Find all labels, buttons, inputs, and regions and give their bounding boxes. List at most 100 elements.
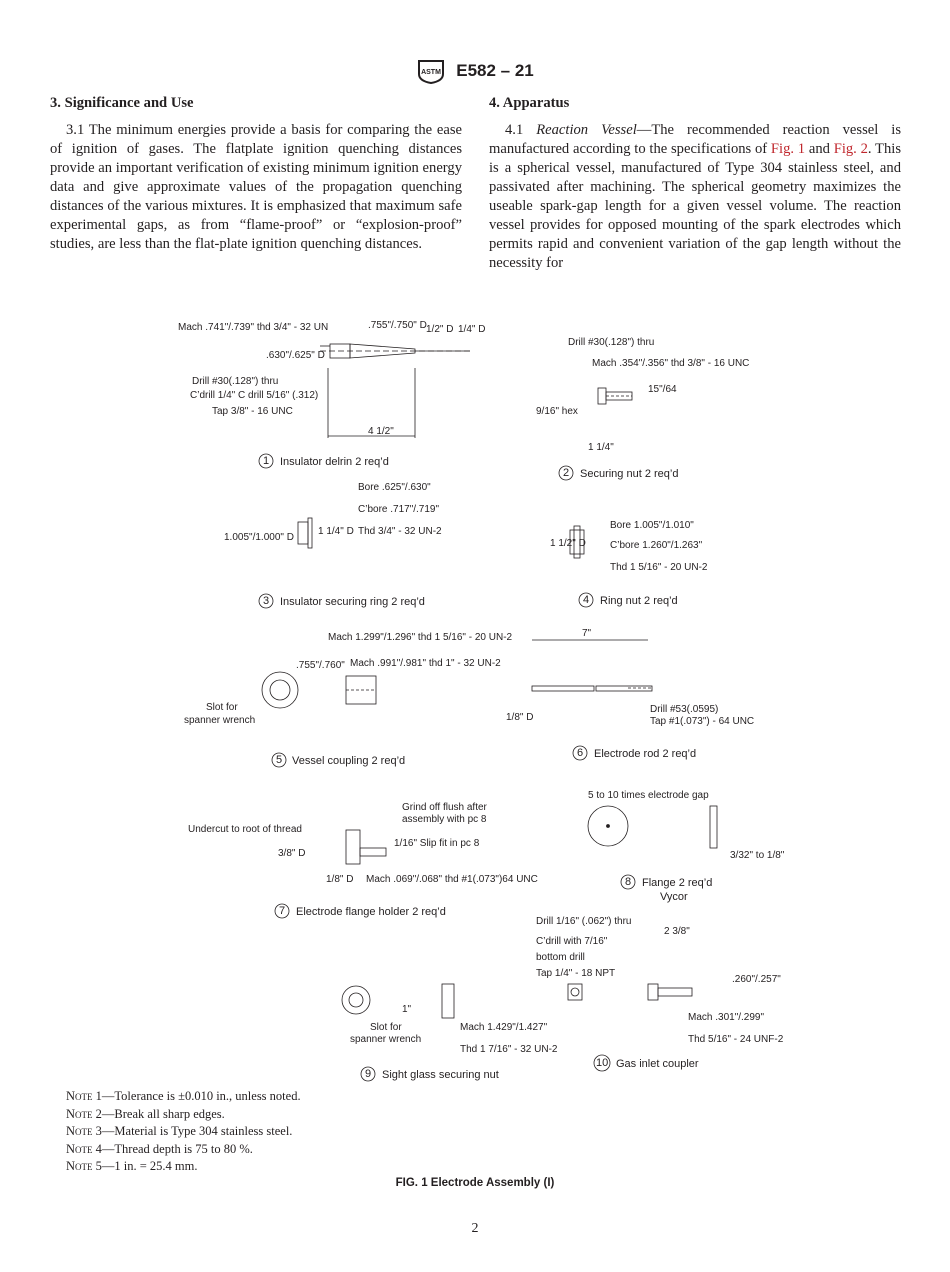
svg-text:Flange 2 req’d: Flange 2 req’d [642,877,712,889]
svg-text:3/32" to 1/8": 3/32" to 1/8" [730,850,785,861]
svg-text:C’bore .717"/.719": C’bore .717"/.719" [358,504,439,515]
svg-text:1.005"/1.000" D: 1.005"/1.000" D [224,532,294,543]
section-heading: 3. Significance and Use [50,95,194,111]
part-6-drawing: 7" Drill #53(.0595) Tap #1(.073") - 64 U… [506,628,754,761]
svg-text:6: 6 [577,747,583,759]
svg-text:Electrode flange holder 2 req’: Electrode flange holder 2 req’d [296,906,446,918]
svg-text:Vycor: Vycor [660,891,688,903]
svg-text:Tap #1(.073") - 64 UNC: Tap #1(.073") - 64 UNC [650,716,754,727]
section-heading: 4. Apparatus [489,95,570,111]
svg-text:3/8" D: 3/8" D [278,848,305,859]
svg-text:Insulator securing ring 2 req’: Insulator securing ring 2 req’d [280,596,425,608]
svg-text:Drill #30(.128") thru: Drill #30(.128") thru [568,337,654,348]
svg-text:4: 4 [583,594,589,606]
svg-text:Bore .625"/.630": Bore .625"/.630" [358,482,431,493]
svg-text:1/2" D: 1/2" D [426,324,453,335]
svg-text:1": 1" [402,1004,412,1015]
fig1-link[interactable]: Fig. 1 [770,141,806,157]
svg-text:1: 1 [263,455,269,467]
note-item: Note 2—Break all sharp edges. [66,1106,225,1121]
svg-text:Drill 1/16" (.062") thru: Drill 1/16" (.062") thru [536,916,631,927]
svg-text:1 1/4": 1 1/4" [588,442,614,453]
figure-notes: Note 1—Tolerance is ±0.010 in., unless n… [66,1088,301,1176]
svg-text:15"/64: 15"/64 [648,384,677,395]
svg-text:Insulator delrin 2 req’d: Insulator delrin 2 req’d [280,456,389,468]
svg-text:Slot for: Slot for [206,702,238,713]
svg-text:Securing nut 2 req’d: Securing nut 2 req’d [580,468,678,480]
svg-text:Mach .741"/.739" thd 3/4" - 32: Mach .741"/.739" thd 3/4" - 32 UN [178,322,328,333]
svg-text:Gas inlet coupler: Gas inlet coupler [616,1058,699,1070]
part-3-drawing: Bore .625"/.630" C’bore .717"/.719" Thd … [224,482,442,609]
svg-text:Mach .991"/.981" thd 1" - 32 U: Mach .991"/.981" thd 1" - 32 UN-2 [350,658,501,669]
note-item: Note 1—Tolerance is ±0.010 in., unless n… [66,1089,301,1103]
svg-text:C’bore 1.260"/1.263": C’bore 1.260"/1.263" [610,540,703,551]
svg-text:10: 10 [596,1057,608,1069]
note-item: Note 5—1 in. = 25.4 mm. [66,1159,198,1173]
svg-text:ASTM: ASTM [421,69,441,76]
section-paragraph: 3.1 The minimum energies provide a basis… [50,122,462,252]
svg-text:Mach 1.299"/1.296" thd 1 5/16": Mach 1.299"/1.296" thd 1 5/16" - 20 UN-2 [328,632,513,643]
svg-text:.755"/.750" D: .755"/.750" D [368,320,427,331]
svg-text:Electrode rod 2 req’d: Electrode rod 2 req’d [594,748,696,760]
svg-text:1/16" Slip fit in pc 8: 1/16" Slip fit in pc 8 [394,838,480,849]
svg-text:1/4" D: 1/4" D [458,324,485,335]
part-7-drawing: Grind off flush after assembly with pc 8… [188,802,538,919]
svg-text:Vessel coupling 2 req’d: Vessel coupling 2 req’d [292,755,405,767]
svg-text:Bore 1.005"/1.010": Bore 1.005"/1.010" [610,520,694,531]
figure-caption: FIG. 1 Electrode Assembly (I) [395,1177,555,1189]
page-header: ASTM E582 – 21 [0,58,950,84]
svg-text:2 3/8": 2 3/8" [664,926,690,937]
part-9-drawing: Slot for spanner wrench Mach 1.429"/1.42… [341,983,558,1082]
svg-text:1 1/4" D: 1 1/4" D [318,526,354,537]
svg-text:C’drill with 7/16": C’drill with 7/16" [536,936,608,947]
section-apparatus: 4. Apparatus 4.1 Reaction Vessel—The rec… [489,94,901,273]
page-number: 2 [471,1221,479,1236]
svg-text:C’drill 1/4" C drill 5/16" (.3: C’drill 1/4" C drill 5/16" (.312) [190,390,318,401]
note-item: Note 4—Thread depth is 75 to 80 %. [66,1141,253,1156]
part-10-drawing: Drill 1/16" (.062") thru C’drill with 7/… [536,916,784,1072]
svg-text:Drill #53(.0595): Drill #53(.0595) [650,704,718,715]
term-reaction-vessel: Reaction Vessel [536,122,637,138]
svg-text:2: 2 [563,467,569,479]
svg-text:Tap 1/4" - 18 NPT: Tap 1/4" - 18 NPT [536,968,615,979]
svg-text:9/16" hex: 9/16" hex [536,406,578,417]
note-item: Note 3—Material is Type 304 stainless st… [66,1124,293,1138]
svg-text:Sight glass securing nut: Sight glass securing nut [382,1069,499,1081]
fig2-link[interactable]: Fig. 2 [833,141,868,157]
section-significance: 3. Significance and Use 3.1 The minimum … [50,94,462,254]
svg-text:5 to 10 times electrode gap: 5 to 10 times electrode gap [588,790,709,801]
part-5-drawing: Mach 1.299"/1.296" thd 1 5/16" - 20 UN-2… [184,632,513,768]
svg-text:.260"/.257": .260"/.257" [732,974,781,985]
part-8-drawing: 5 to 10 times electrode gap 3/32" to 1/8… [587,790,785,903]
svg-text:bottom drill: bottom drill [536,952,585,963]
svg-text:spanner wrench: spanner wrench [184,715,255,726]
svg-text:Undercut to root of thread: Undercut to root of thread [188,824,302,835]
svg-text:Grind off flush after: Grind off flush after [402,802,488,813]
svg-text:5: 5 [276,754,282,766]
svg-text:Tap 3/8" - 16 UNC: Tap 3/8" - 16 UNC [212,406,293,417]
part-4-drawing: Bore 1.005"/1.010" C’bore 1.260"/1.263" … [550,520,708,608]
svg-text:7": 7" [582,628,592,639]
svg-text:7: 7 [279,905,285,917]
svg-text:1/8" D: 1/8" D [506,712,533,723]
astm-logo-icon: ASTM [418,60,445,84]
document-id: E582 – 21 [456,61,534,80]
svg-text:.755"/.760": .755"/.760" [296,660,345,671]
svg-text:1/8" D: 1/8" D [326,874,353,885]
svg-text:Drill #30(.128") thru: Drill #30(.128") thru [192,376,278,387]
svg-text:Mach 1.429"/1.427": Mach 1.429"/1.427" [460,1022,548,1033]
svg-text:Mach .354"/.356" thd 3/8" - 16: Mach .354"/.356" thd 3/8" - 16 UNC [592,358,749,369]
svg-text:spanner wrench: spanner wrench [350,1034,421,1045]
svg-text:4 1/2": 4 1/2" [368,426,394,437]
svg-text:Ring nut 2 req’d: Ring nut 2 req’d [600,595,678,607]
section-paragraph: 4.1 Reaction Vessel—The recommended reac… [489,122,902,271]
svg-text:assembly with pc 8: assembly with pc 8 [402,814,487,825]
svg-text:Mach .069"/.068" thd #1(.073"): Mach .069"/.068" thd #1(.073")64 UNC [366,874,538,885]
svg-text:1 1/2" D: 1 1/2" D [550,538,586,549]
svg-text:9: 9 [365,1068,371,1080]
svg-text:8: 8 [625,876,631,888]
svg-text:Thd 5/16" - 24 UNF-2: Thd 5/16" - 24 UNF-2 [688,1034,784,1045]
electrode-assembly-figure: Mach .741"/.739" thd 3/4" - 32 UN .755"/… [170,300,790,1090]
svg-text:.630"/.625" D: .630"/.625" D [266,350,325,361]
svg-text:Thd 1 7/16" - 32 UN-2: Thd 1 7/16" - 32 UN-2 [460,1044,558,1055]
